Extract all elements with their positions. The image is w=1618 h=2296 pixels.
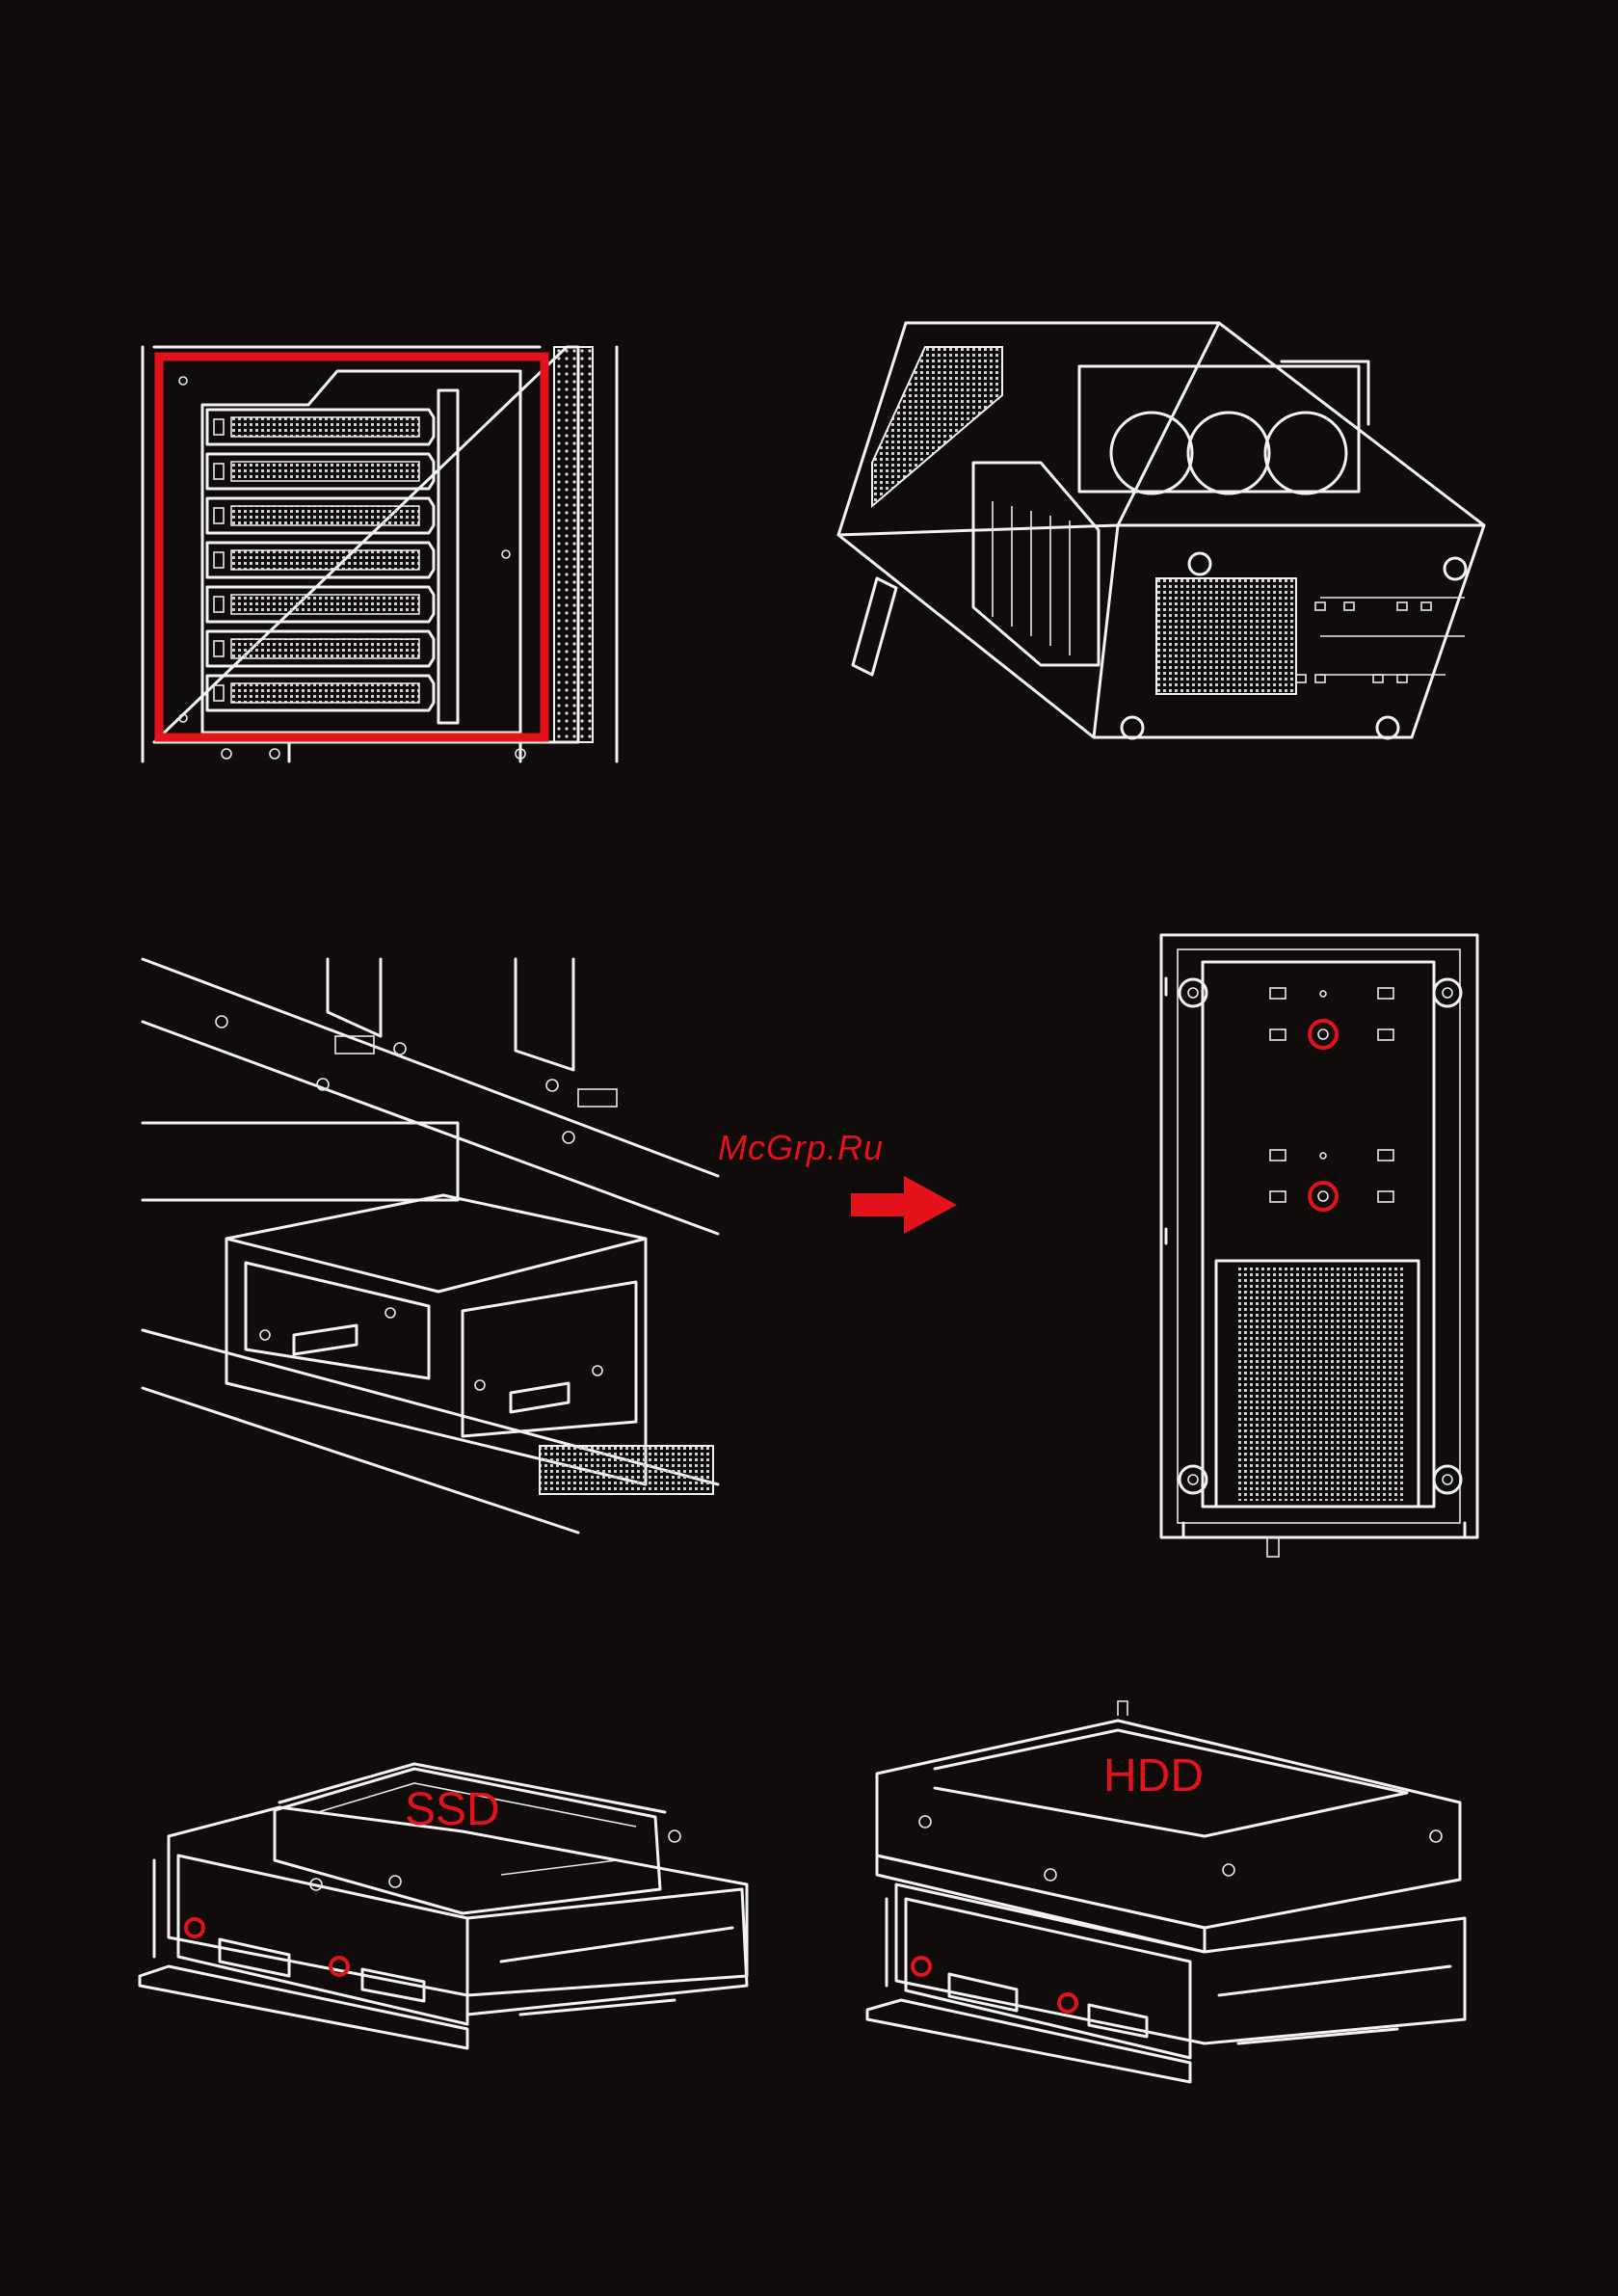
slot-cover-tab [214, 641, 224, 656]
slot-cover-vent [231, 683, 419, 703]
red-circle-marker [1310, 1021, 1337, 1048]
slot-cover-vent [231, 462, 419, 481]
hdd-label: HDD [1103, 1749, 1204, 1802]
arrow-right-icon [851, 1176, 957, 1234]
red-circle-marker [913, 1958, 930, 1975]
expansion-slot-covers [207, 410, 434, 710]
figure-drive-cage [143, 959, 718, 1533]
slot-cover-vent [231, 506, 419, 525]
slot-cover-tab [214, 508, 224, 523]
slot-cover-tab [214, 464, 224, 479]
slot-cover-tab [214, 552, 224, 568]
red-circle-marker [1059, 1994, 1076, 2012]
red-circle-marker [186, 1919, 203, 1936]
ssd-label: SSD [405, 1783, 500, 1836]
slot-cover-vent [231, 639, 419, 658]
slot-cover-tab [214, 597, 224, 612]
watermark-text: McGrp.Ru [718, 1128, 884, 1168]
slot-cover-vent [231, 550, 419, 570]
slot-cover-tab [214, 419, 224, 435]
slot-cover-tab [214, 685, 224, 701]
figure-side-panel [1161, 935, 1477, 1557]
figure-expansion-slots [143, 347, 617, 761]
red-circle-marker [331, 1958, 348, 1975]
figure-case-tilted [838, 323, 1484, 738]
slot-cover-vent [231, 595, 419, 614]
red-circle-marker [1310, 1183, 1337, 1210]
slot-cover-vent [231, 417, 419, 437]
